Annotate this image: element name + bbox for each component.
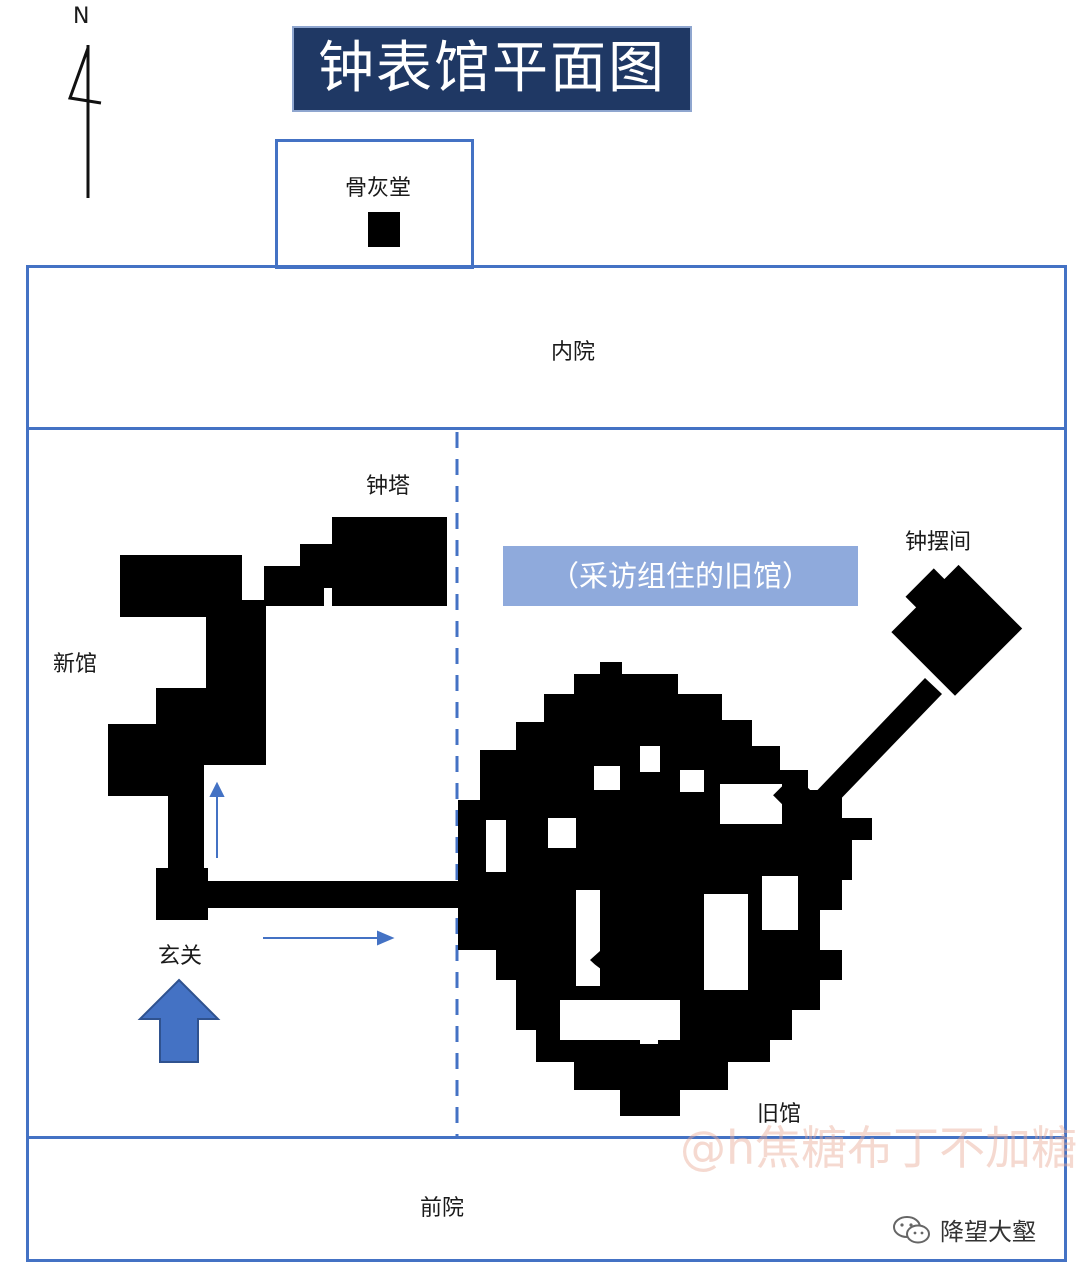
source-attribution: 降望大壑	[892, 1212, 1036, 1247]
connecting-corridor	[204, 881, 460, 908]
pendulum-corridor	[760, 678, 942, 866]
watermark: @h焦糖布丁不加糖	[680, 1121, 1078, 1175]
inner-courtyard-label: 内院	[551, 340, 596, 365]
entrance-arrow-icon	[137, 978, 221, 1063]
north-letter: N	[73, 4, 90, 29]
route-arrow-right-icon	[263, 930, 395, 946]
new-building-label: 新馆	[53, 652, 98, 677]
route-arrow-up-icon	[209, 781, 225, 858]
north-arrow-icon	[67, 45, 102, 198]
pendulum-room-label: 钟摆间	[905, 530, 972, 555]
wechat-icon	[892, 1214, 932, 1246]
new-building-shape	[108, 517, 447, 920]
source-name: 降望大壑	[940, 1218, 1036, 1246]
ossuary-label: 骨灰堂	[345, 176, 412, 201]
old-building-callout: （采访组住的旧馆）	[503, 546, 858, 606]
front-courtyard-label: 前院	[420, 1196, 465, 1221]
ossuary-block	[368, 212, 400, 247]
clock-tower-label: 钟塔	[366, 474, 411, 499]
old-building-shape	[458, 662, 872, 1116]
front-courtyard-area	[26, 1136, 1067, 1262]
entrance-label: 玄关	[158, 944, 203, 969]
map-title: 钟表馆平面图	[292, 26, 692, 112]
old-building-label: 旧馆	[757, 1102, 802, 1127]
pendulum-room-shape	[891, 564, 1023, 696]
pendulum-link	[773, 774, 817, 818]
